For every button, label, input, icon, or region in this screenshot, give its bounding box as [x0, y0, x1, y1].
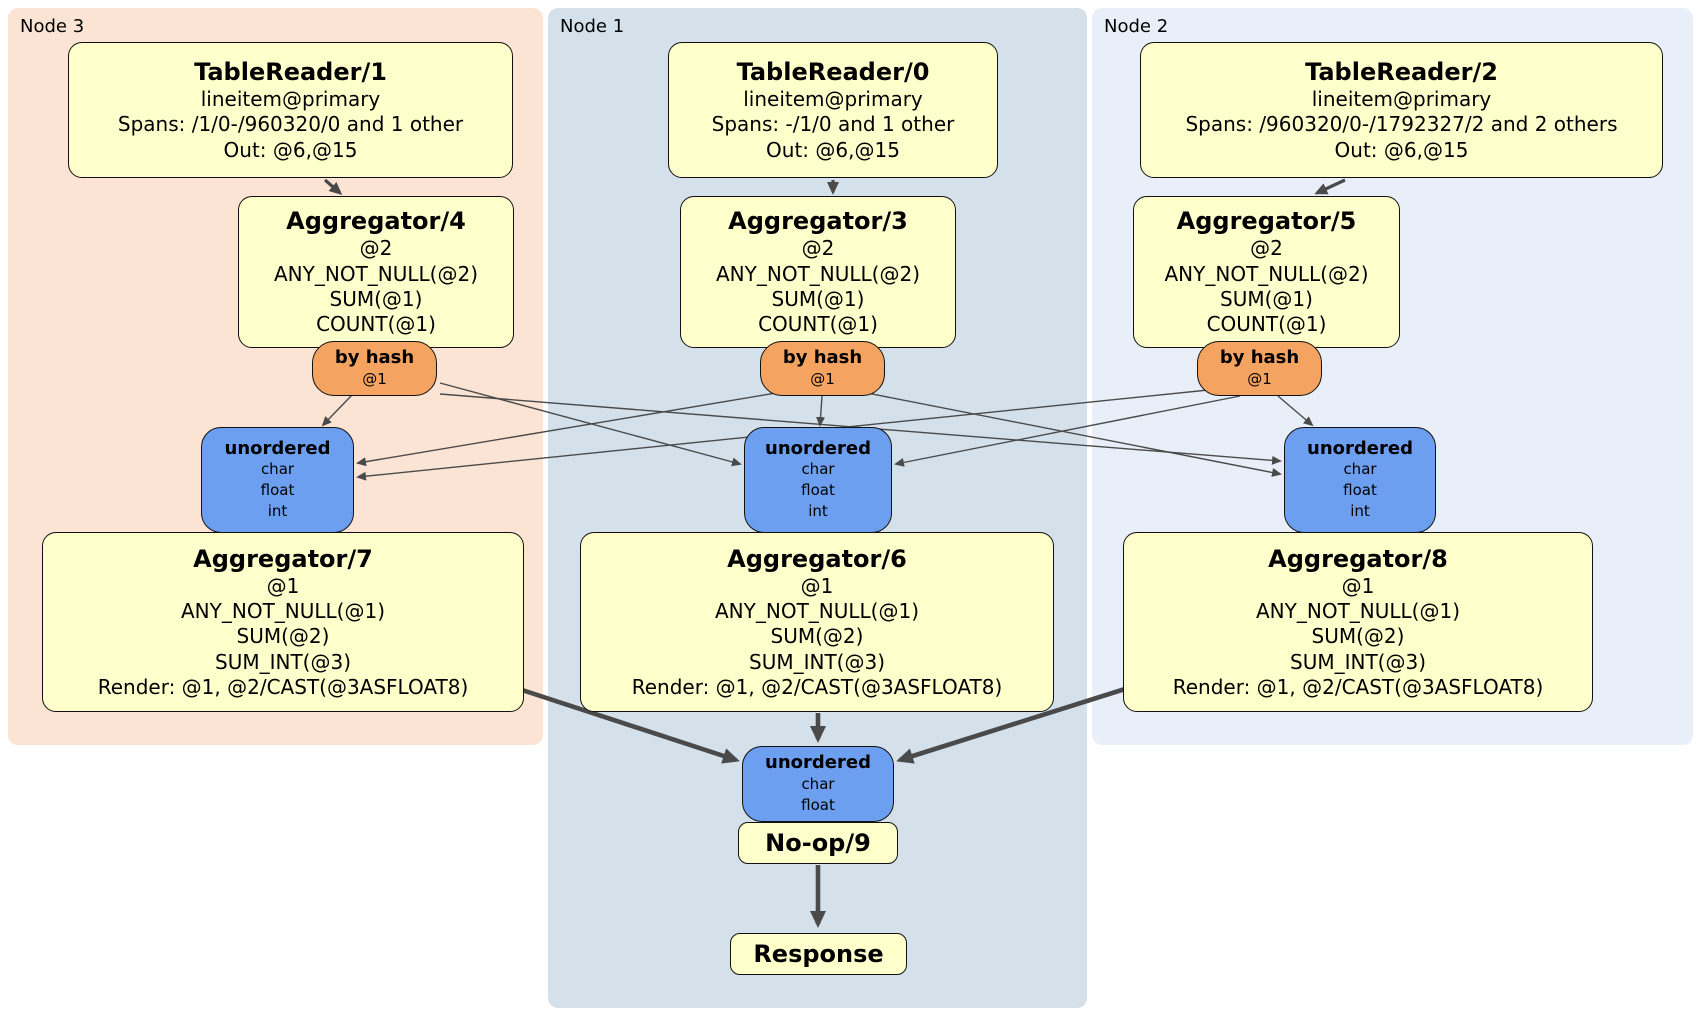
router-detail: @1	[1247, 369, 1272, 388]
processor-title: TableReader/0	[736, 57, 930, 86]
processor-detail: Out: @6,@15	[223, 137, 358, 162]
node-group-label: Node 2	[1104, 16, 1169, 37]
processor-detail: Spans: /1/0-/960320/0 and 1 other	[117, 112, 464, 137]
processor-title: Aggregator/6	[727, 544, 907, 573]
sync-type: char	[801, 460, 835, 479]
sync-type: int	[267, 502, 288, 521]
router-label: by hash	[782, 347, 863, 369]
sync-label: unordered	[765, 752, 871, 774]
processor-detail: ANY_NOT_NULL(@1)	[1256, 598, 1460, 623]
processor-detail: Out: @6,@15	[1334, 137, 1469, 162]
processor-detail: SUM_INT(@3)	[215, 649, 351, 674]
processor-aggregator-4: Aggregator/4 @2 ANY_NOT_NULL(@2) SUM(@1)…	[238, 196, 514, 348]
node-group-label: Node 3	[20, 16, 85, 37]
processor-detail: lineitem@primary	[200, 86, 381, 111]
processor-detail: SUM(@2)	[770, 624, 864, 649]
sync-label: unordered	[765, 437, 871, 459]
sync-type: float	[801, 795, 835, 814]
sync-type: float	[1343, 481, 1377, 500]
router-label: by hash	[334, 347, 415, 369]
node-group-label: Node 1	[560, 16, 625, 37]
processor-detail: lineitem@primary	[743, 86, 923, 111]
processor-detail: ANY_NOT_NULL(@2)	[1164, 261, 1369, 286]
sync-type: int	[808, 502, 828, 521]
processor-detail: SUM(@1)	[329, 287, 423, 311]
processor-detail: SUM_INT(@3)	[1290, 649, 1426, 674]
processor-detail: @1	[800, 573, 834, 598]
processor-response: Response	[730, 933, 907, 975]
processor-title: TableReader/1	[194, 57, 387, 86]
router-by-hash-node2: by hash @1	[1197, 341, 1322, 396]
processor-title: Aggregator/5	[1176, 207, 1357, 236]
processor-title: TableReader/2	[1305, 57, 1498, 86]
sync-unordered-final: unordered char float	[742, 746, 894, 822]
sync-label: unordered	[1307, 437, 1413, 459]
processor-detail: Render: @1, @2/CAST(@3ASFLOAT8)	[1172, 675, 1544, 700]
sync-unordered-node1: unordered char float int	[744, 427, 892, 533]
processor-detail: Render: @1, @2/CAST(@3ASFLOAT8)	[97, 675, 469, 700]
processor-tablereader-2: TableReader/2 lineitem@primary Spans: /9…	[1140, 42, 1663, 178]
processor-detail: ANY_NOT_NULL(@1)	[715, 598, 919, 623]
processor-detail: Spans: /960320/0-/1792327/2 and 2 others	[1185, 112, 1618, 137]
processor-detail: lineitem@primary	[1311, 86, 1492, 111]
processor-detail: SUM(@1)	[771, 287, 865, 311]
sync-unordered-node2: unordered char float int	[1284, 427, 1436, 533]
router-label: by hash	[1219, 347, 1300, 369]
processor-aggregator-6: Aggregator/6 @1 ANY_NOT_NULL(@1) SUM(@2)…	[580, 532, 1054, 712]
sync-type: float	[260, 481, 295, 500]
processor-title: Aggregator/8	[1268, 544, 1448, 573]
router-detail: @1	[810, 369, 835, 388]
processor-detail: COUNT(@1)	[1206, 312, 1327, 337]
processor-title: Aggregator/7	[193, 544, 373, 573]
processor-detail: SUM(@2)	[1311, 624, 1405, 649]
processor-aggregator-7: Aggregator/7 @1 ANY_NOT_NULL(@1) SUM(@2)…	[42, 532, 524, 712]
processor-aggregator-5: Aggregator/5 @2 ANY_NOT_NULL(@2) SUM(@1)…	[1133, 196, 1400, 348]
processor-detail: ANY_NOT_NULL(@1)	[181, 598, 385, 623]
processor-detail: @1	[266, 573, 300, 598]
processor-detail: COUNT(@1)	[316, 312, 436, 337]
processor-tablereader-1: TableReader/1 lineitem@primary Spans: /1…	[68, 42, 513, 178]
processor-detail: ANY_NOT_NULL(@2)	[716, 261, 920, 286]
processor-detail: SUM(@2)	[236, 624, 330, 649]
processor-title: Aggregator/4	[286, 207, 466, 236]
sync-type: int	[1350, 502, 1370, 521]
processor-detail: @2	[359, 236, 393, 261]
processor-title: Aggregator/3	[728, 207, 908, 236]
router-detail: @1	[362, 369, 387, 388]
sync-type: char	[1343, 460, 1377, 479]
sync-unordered-node3: unordered char float int	[201, 427, 354, 533]
processor-detail: @1	[1341, 573, 1375, 598]
sync-type: float	[801, 481, 835, 500]
processor-detail: COUNT(@1)	[758, 312, 878, 337]
processor-detail: SUM_INT(@3)	[749, 649, 885, 674]
processor-title: Response	[753, 940, 884, 968]
processor-detail: @2	[1250, 236, 1283, 261]
processor-detail: Out: @6,@15	[766, 137, 900, 162]
sync-label: unordered	[224, 437, 331, 459]
sync-type: char	[260, 460, 295, 479]
processor-detail: SUM(@1)	[1220, 287, 1313, 311]
processor-detail: Render: @1, @2/CAST(@3ASFLOAT8)	[631, 675, 1003, 700]
processor-aggregator-3: Aggregator/3 @2 ANY_NOT_NULL(@2) SUM(@1)…	[680, 196, 956, 348]
processor-tablereader-0: TableReader/0 lineitem@primary Spans: -/…	[668, 42, 998, 178]
processor-noop-9: No-op/9	[738, 822, 898, 864]
router-by-hash-node1: by hash @1	[760, 341, 885, 396]
processor-title: No-op/9	[765, 829, 871, 857]
sync-type: char	[801, 774, 835, 793]
processor-detail: Spans: -/1/0 and 1 other	[711, 112, 955, 137]
processor-aggregator-8: Aggregator/8 @1 ANY_NOT_NULL(@1) SUM(@2)…	[1123, 532, 1593, 712]
router-by-hash-node3: by hash @1	[312, 341, 437, 396]
processor-detail: @2	[801, 236, 835, 261]
processor-detail: ANY_NOT_NULL(@2)	[274, 261, 478, 286]
